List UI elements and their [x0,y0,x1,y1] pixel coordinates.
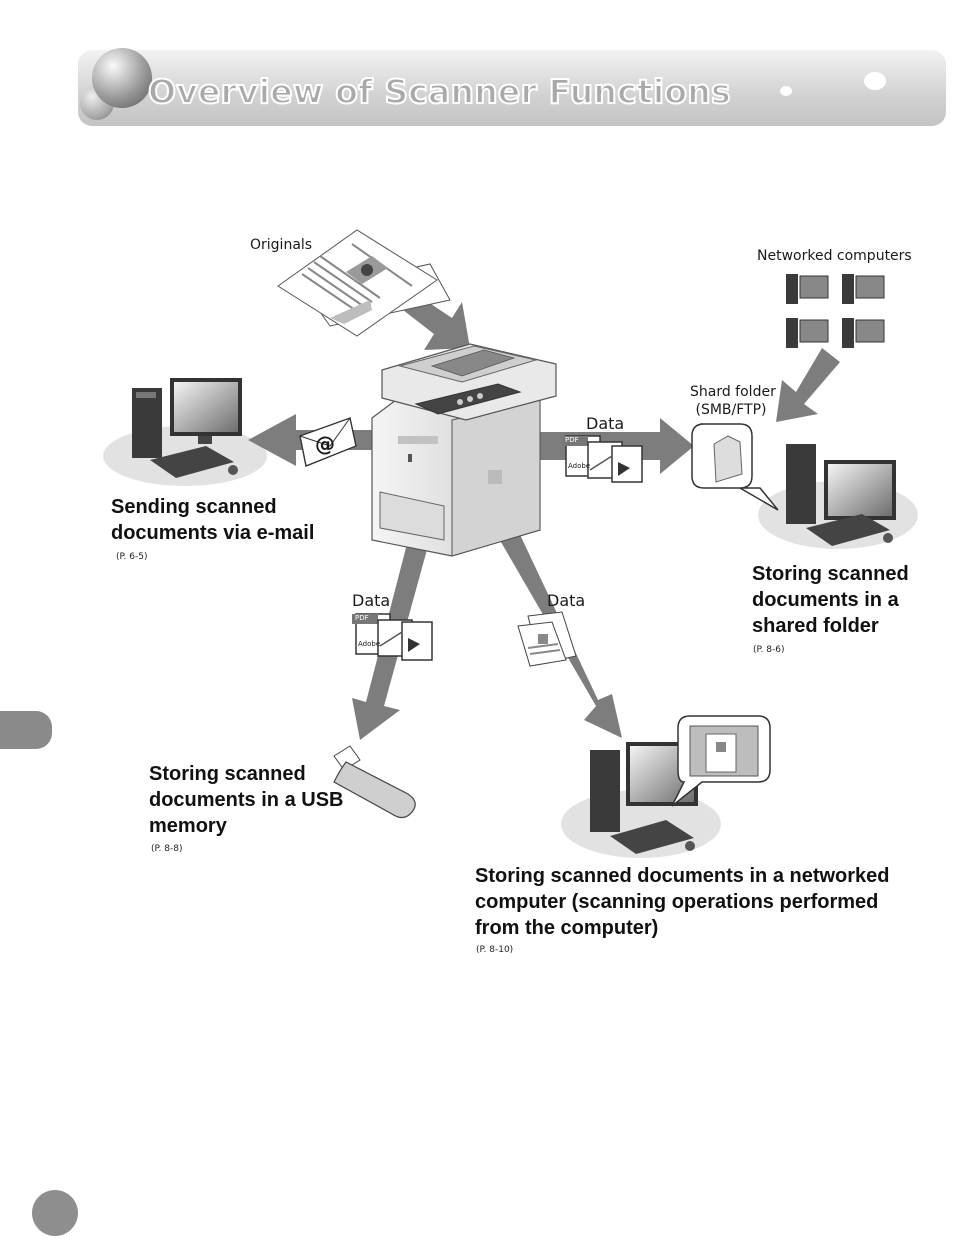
page-title: Overview of Scanner Functions [147,71,732,112]
email-function-title: Sending scanned documents via e-mail [111,496,315,544]
pdf-mark: PDF [565,436,579,444]
data-files-right-icon [562,435,643,483]
shared-folder-label: Shard folder [690,384,776,400]
shared-folder-protocol-label: (SMB/FTP) [695,402,767,418]
networked-computers-label: Networked computers [757,248,912,264]
email-computer-icon [132,378,242,478]
usb-memory-icon [333,745,416,819]
email-envelope-icon [299,417,357,467]
page-number-circle [32,1190,78,1236]
arrow-network-to-folder [776,348,840,422]
pdf-mark: PDF [355,614,369,622]
banner-ball-large [92,48,152,108]
usb-function-title: Storing scanned documents in a USB memor… [149,763,344,837]
data-documents-icon [517,611,577,667]
usb-function-ref: (P. 8-8) [151,844,183,854]
networked-computers-icon [786,274,885,348]
adobe-mark: Adobe [358,640,381,648]
adobe-mark: Adobe [568,462,591,470]
data-label-left: Data [352,591,391,610]
data-label-right: Data [586,414,625,433]
shared-folder-function-title: Storing scanned documents in a shared fo… [752,563,909,637]
network-computer-function-title: Storing scanned documents in a networked… [475,865,890,939]
banner-dot [780,86,792,96]
network-computer-function-ref: (P. 8-10) [476,945,514,955]
shared-folder-function-ref: (P. 8-6) [753,645,785,655]
banner-dot [864,72,886,90]
screen-callout [671,715,771,807]
email-at-symbol: @ [315,432,335,456]
scanner-device [371,343,557,557]
originals-label: Originals [250,237,313,253]
chapter-side-tab [0,711,52,749]
originals-icon [277,229,451,337]
title-banner [78,50,946,126]
flow-arrows [248,280,840,740]
email-function-ref: (P. 6-5) [116,552,148,562]
shared-folder-callout [691,423,779,511]
shared-folder-computer-icon [786,444,896,546]
data-label-center: Data [547,591,586,610]
data-files-left-icon [352,613,433,661]
